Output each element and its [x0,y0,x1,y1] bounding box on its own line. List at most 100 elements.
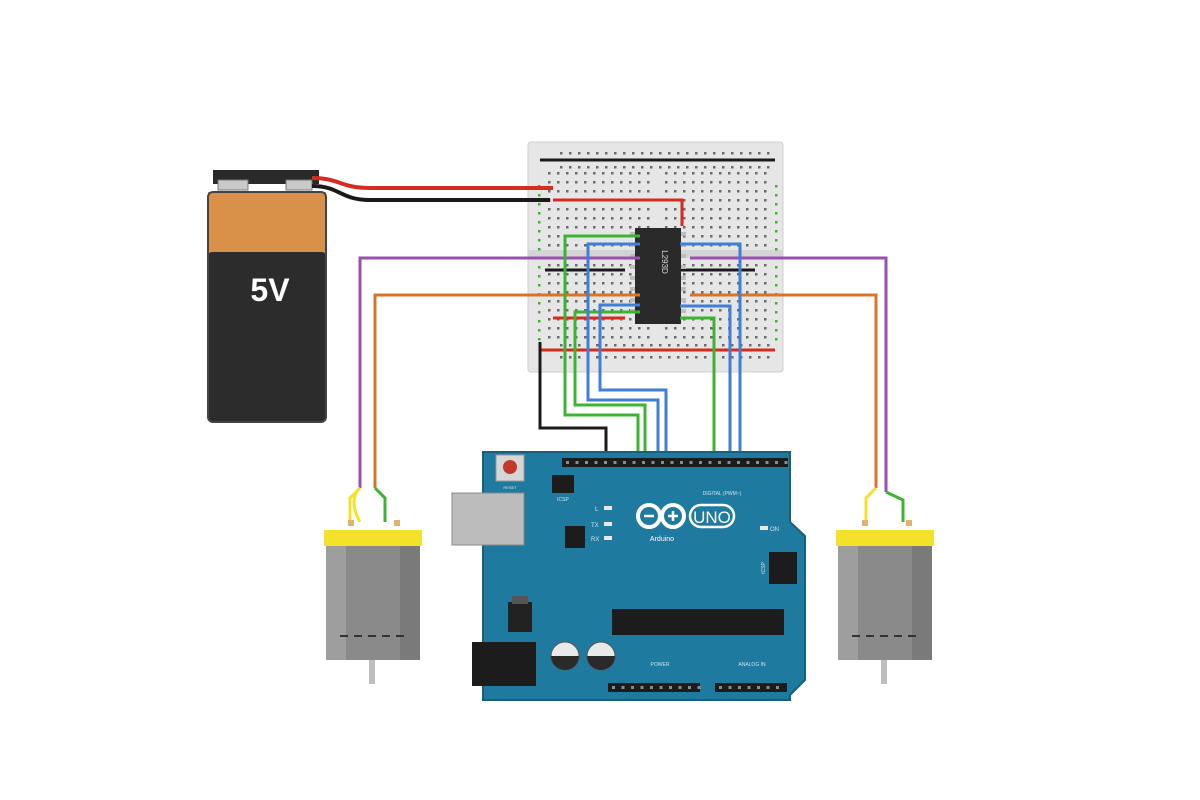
breadboard-hole [602,208,605,211]
header-pin [765,461,769,464]
breadboard-hole [668,356,671,359]
header-pin [776,686,779,689]
breadboard-hole [692,264,695,267]
breadboard-hole [548,291,551,294]
header-pin [659,686,663,689]
breadboard-hole [623,152,626,155]
breadboard-hole [695,152,698,155]
breadboard-hole [764,291,767,294]
breadboard-hole [764,190,767,193]
breadboard-hole [775,275,778,278]
breadboard-hole [538,302,541,305]
breadboard-hole [668,344,671,347]
breadboard-hole [602,327,605,330]
breadboard-hole [548,172,551,175]
breadboard-hole [674,217,677,220]
breadboard-hole [593,300,596,303]
breadboard-hole [692,172,695,175]
breadboard-hole [674,336,677,339]
breadboard-hole [719,172,722,175]
breadboard-hole [746,181,749,184]
breadboard-hole [548,282,551,285]
breadboard-hole [659,356,662,359]
breadboard-hole [593,217,596,220]
breadboard-hole [602,181,605,184]
breadboard-hole [737,273,740,276]
breadboard-hole [593,309,596,312]
breadboard-hole [620,190,623,193]
power-jack [472,642,536,686]
breadboard-hole [764,208,767,211]
breadboard-hole [638,181,641,184]
breadboard-hole [575,291,578,294]
breadboard-hole [701,208,704,211]
breadboard-hole [764,235,767,238]
breadboard-hole [740,166,743,169]
breadboard-hole [602,336,605,339]
breadboard-hole [557,300,560,303]
breadboard-hole [538,248,541,251]
breadboard-hole [728,208,731,211]
breadboard-hole [683,172,686,175]
breadboard-hole [737,208,740,211]
breadboard-hole [629,327,632,330]
breadboard-hole [596,344,599,347]
breadboard-hole [611,190,614,193]
breadboard-hole [728,264,731,267]
breadboard-hole [584,208,587,211]
breadboard-hole [728,235,731,238]
breadboard-hole [602,172,605,175]
breadboard-hole [719,282,722,285]
breadboard-hole [764,181,767,184]
breadboard-hole [758,344,761,347]
breadboard-hole [641,152,644,155]
breadboard-hole [701,264,704,267]
breadboard-hole [692,336,695,339]
breadboard-hole [647,190,650,193]
breadboard-hole [538,266,541,269]
breadboard-hole [557,273,560,276]
breadboard-hole [587,166,590,169]
breadboard-hole [593,327,596,330]
breadboard-hole [566,264,569,267]
breadboard-hole [569,152,572,155]
breadboard-hole [728,300,731,303]
breadboard-hole [701,336,704,339]
breadboard-hole [764,217,767,220]
breadboard-hole [695,356,698,359]
breadboard-hole [719,235,722,238]
breadboard-hole [620,300,623,303]
header-pin [756,461,759,464]
breadboard-hole [638,327,641,330]
power-label: POWER [651,662,670,668]
breadboard-hole [775,230,778,233]
breadboard-hole [731,166,734,169]
breadboard-hole [629,190,632,193]
breadboard-hole [755,273,758,276]
breadboard-hole [602,282,605,285]
breadboard-hole [755,217,758,220]
breadboard-hole [575,300,578,303]
breadboard-hole [548,273,551,276]
header-pin [738,686,741,689]
breadboard-hole [602,226,605,229]
breadboard-hole [629,291,632,294]
breadboard-hole [755,190,758,193]
chip-pin [681,254,686,258]
breadboard-hole [538,329,541,332]
breadboard-hole [775,302,778,305]
breadboard-hole [548,181,551,184]
breadboard-hole [566,181,569,184]
breadboard-hole [746,226,749,229]
breadboard-hole [647,181,650,184]
header-pins [566,461,788,689]
breadboard-hole [548,226,551,229]
breadboard-hole [719,309,722,312]
breadboard-hole [584,282,587,285]
breadboard-hole [674,172,677,175]
breadboard-hole [548,244,551,247]
breadboard-hole [623,356,626,359]
breadboard-hole [584,190,587,193]
breadboard-hole [710,217,713,220]
breadboard-hole [557,226,560,229]
